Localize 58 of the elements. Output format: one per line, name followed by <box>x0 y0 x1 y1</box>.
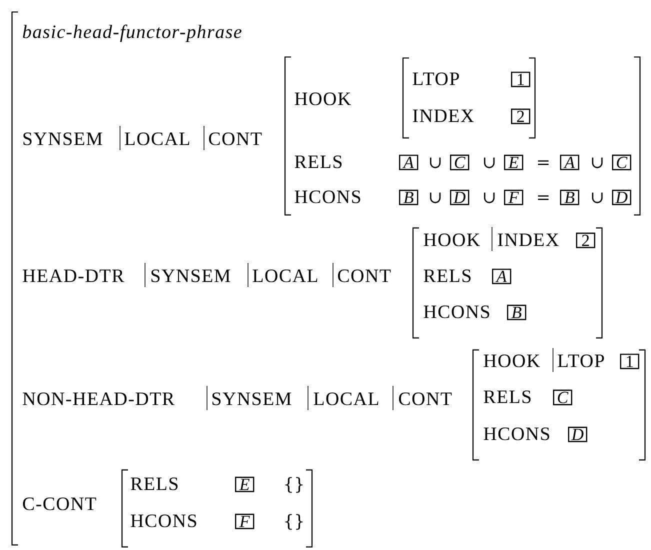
tag-box: F <box>504 190 524 206</box>
feature-name: HOOK <box>294 92 351 106</box>
tag-box: B <box>560 190 580 206</box>
tag-box: D <box>450 190 470 206</box>
feature-name: HEAD-DTR <box>22 270 124 282</box>
feature-name: RELS <box>424 269 471 282</box>
feature-name: SYNSEM <box>151 269 230 282</box>
feature-name: LOCAL <box>314 392 378 406</box>
tag-box: B <box>507 304 526 320</box>
tag-box: F <box>235 514 254 530</box>
operator: ∪ <box>430 192 441 204</box>
feature-name: INDEX <box>412 110 474 122</box>
feature-name: RELS <box>294 155 342 168</box>
feature-name: C-CONT <box>23 497 96 510</box>
feature-name: NON-HEAD-DTR <box>22 392 175 406</box>
feature-name: SYNSEM <box>23 132 102 146</box>
tag-box: 1 <box>511 72 530 88</box>
operator: = <box>538 195 549 200</box>
feature-name: CONT <box>398 392 452 406</box>
tag-box: D <box>568 426 588 442</box>
tag-box: A <box>560 154 580 170</box>
operator: {} <box>285 477 303 493</box>
feature-name: HCONS <box>424 305 490 318</box>
feature-name: LOCAL <box>252 269 318 282</box>
tag-box: E <box>235 476 254 492</box>
feature-name: CONT <box>338 269 391 282</box>
operator: ∪ <box>484 158 495 168</box>
tag-box: C <box>450 154 470 170</box>
feature-name: RELS <box>130 477 178 490</box>
tag-box: 1 <box>620 354 640 370</box>
feature-name: HOOK <box>484 354 540 368</box>
tag-box: B <box>399 190 418 206</box>
tag-box: 2 <box>511 108 530 124</box>
feature-name: SYNSEM <box>212 392 292 406</box>
type-name: basic-head-functor-phrase <box>22 24 242 42</box>
tag-box: D <box>612 190 632 206</box>
operator: ∪ <box>430 158 441 168</box>
operator: = <box>538 160 549 166</box>
feature-name: HCONS <box>484 427 550 440</box>
feature-name: LTOP <box>558 354 604 368</box>
operator: ∪ <box>484 192 495 204</box>
feature-name: HCONS <box>130 514 196 528</box>
feature-name: RELS <box>484 390 531 404</box>
feature-name: CONT <box>208 132 262 146</box>
feature-name: LOCAL <box>124 132 190 146</box>
operator: ∪ <box>592 158 603 168</box>
operator: ∪ <box>592 192 603 204</box>
feature-name: HCONS <box>294 190 360 204</box>
tag-box: C <box>612 154 632 170</box>
tag-box: A <box>492 268 512 284</box>
operator: {} <box>285 514 303 530</box>
feature-name: INDEX <box>498 234 559 246</box>
feature-name: LTOP <box>412 72 459 86</box>
tag-box: A <box>399 154 418 170</box>
feature-name: HOOK <box>424 233 480 246</box>
tag-box: 2 <box>576 232 596 248</box>
tag-box: C <box>553 390 572 406</box>
tag-box: E <box>504 154 524 170</box>
